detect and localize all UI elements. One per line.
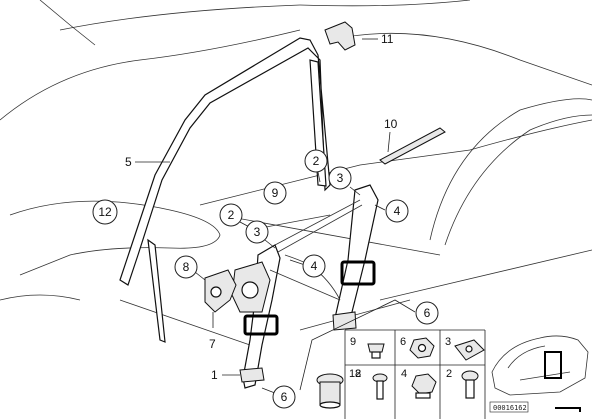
callout-4-upper: 4: [385, 199, 409, 223]
clip-nut-icon: [454, 339, 485, 361]
svg-text:2: 2: [228, 208, 235, 222]
bolt-icon: [461, 370, 479, 399]
hardware-legend: 9 6 3 12 8 4 2: [316, 329, 486, 419]
callout-12: 12: [92, 199, 118, 225]
callout-3-lower: 3: [245, 220, 269, 244]
svg-text:6: 6: [281, 390, 288, 404]
callout-2-upper: 2: [304, 149, 328, 173]
legend-9-label: 9: [350, 336, 356, 348]
seal-strip-part-10: [379, 127, 446, 165]
callout-3-upper: 3: [328, 166, 352, 190]
legend-8-label: 8: [355, 368, 361, 380]
clip-icon: [367, 343, 385, 359]
grommet-icon: [316, 373, 344, 409]
legend-3-label: 3: [445, 336, 451, 348]
callout-6-bottom: 6: [272, 385, 296, 409]
window-regulator: [231, 184, 379, 389]
label-11: 11: [381, 32, 394, 46]
legend-2-label: 2: [446, 368, 452, 380]
label-7: 7: [209, 337, 216, 351]
legend-4-label: 4: [401, 368, 407, 380]
svg-text:3: 3: [337, 171, 344, 185]
diagram-caption: 00016162: [493, 404, 527, 412]
car-thumbnail-highlight: [544, 351, 562, 379]
svg-text:4: 4: [394, 204, 401, 218]
legend-12-label: 12: [349, 368, 361, 380]
highlight-box-left: [243, 314, 279, 336]
car-thumbnail: [491, 335, 589, 396]
legend-6-label: 6: [400, 336, 406, 348]
label-5: 5: [125, 155, 132, 169]
callout-4-lower: 4: [302, 254, 326, 278]
callout-2-lower: 2: [219, 203, 243, 227]
nut-icon: [409, 337, 435, 359]
bracket-part-11: [324, 21, 356, 51]
callout-8: 8: [174, 255, 198, 279]
svg-text:6: 6: [424, 306, 431, 320]
callout-6-right: 6: [415, 301, 439, 325]
svg-text:3: 3: [254, 225, 261, 239]
screw-icon: [372, 373, 388, 400]
label-10: 10: [384, 117, 398, 131]
svg-text:2: 2: [313, 154, 320, 168]
svg-text:12: 12: [98, 205, 112, 219]
label-1: 1: [211, 368, 218, 382]
motor-part-8: [204, 269, 237, 313]
caption-bar: [555, 407, 581, 412]
caption-box: [489, 401, 529, 413]
highlight-box-right: [340, 260, 376, 286]
svg-text:8: 8: [183, 260, 190, 274]
svg-text:4: 4: [311, 259, 318, 273]
callout-9: 9: [263, 181, 287, 205]
svg-text:9: 9: [272, 186, 279, 200]
hex-nut-icon: [411, 373, 437, 399]
